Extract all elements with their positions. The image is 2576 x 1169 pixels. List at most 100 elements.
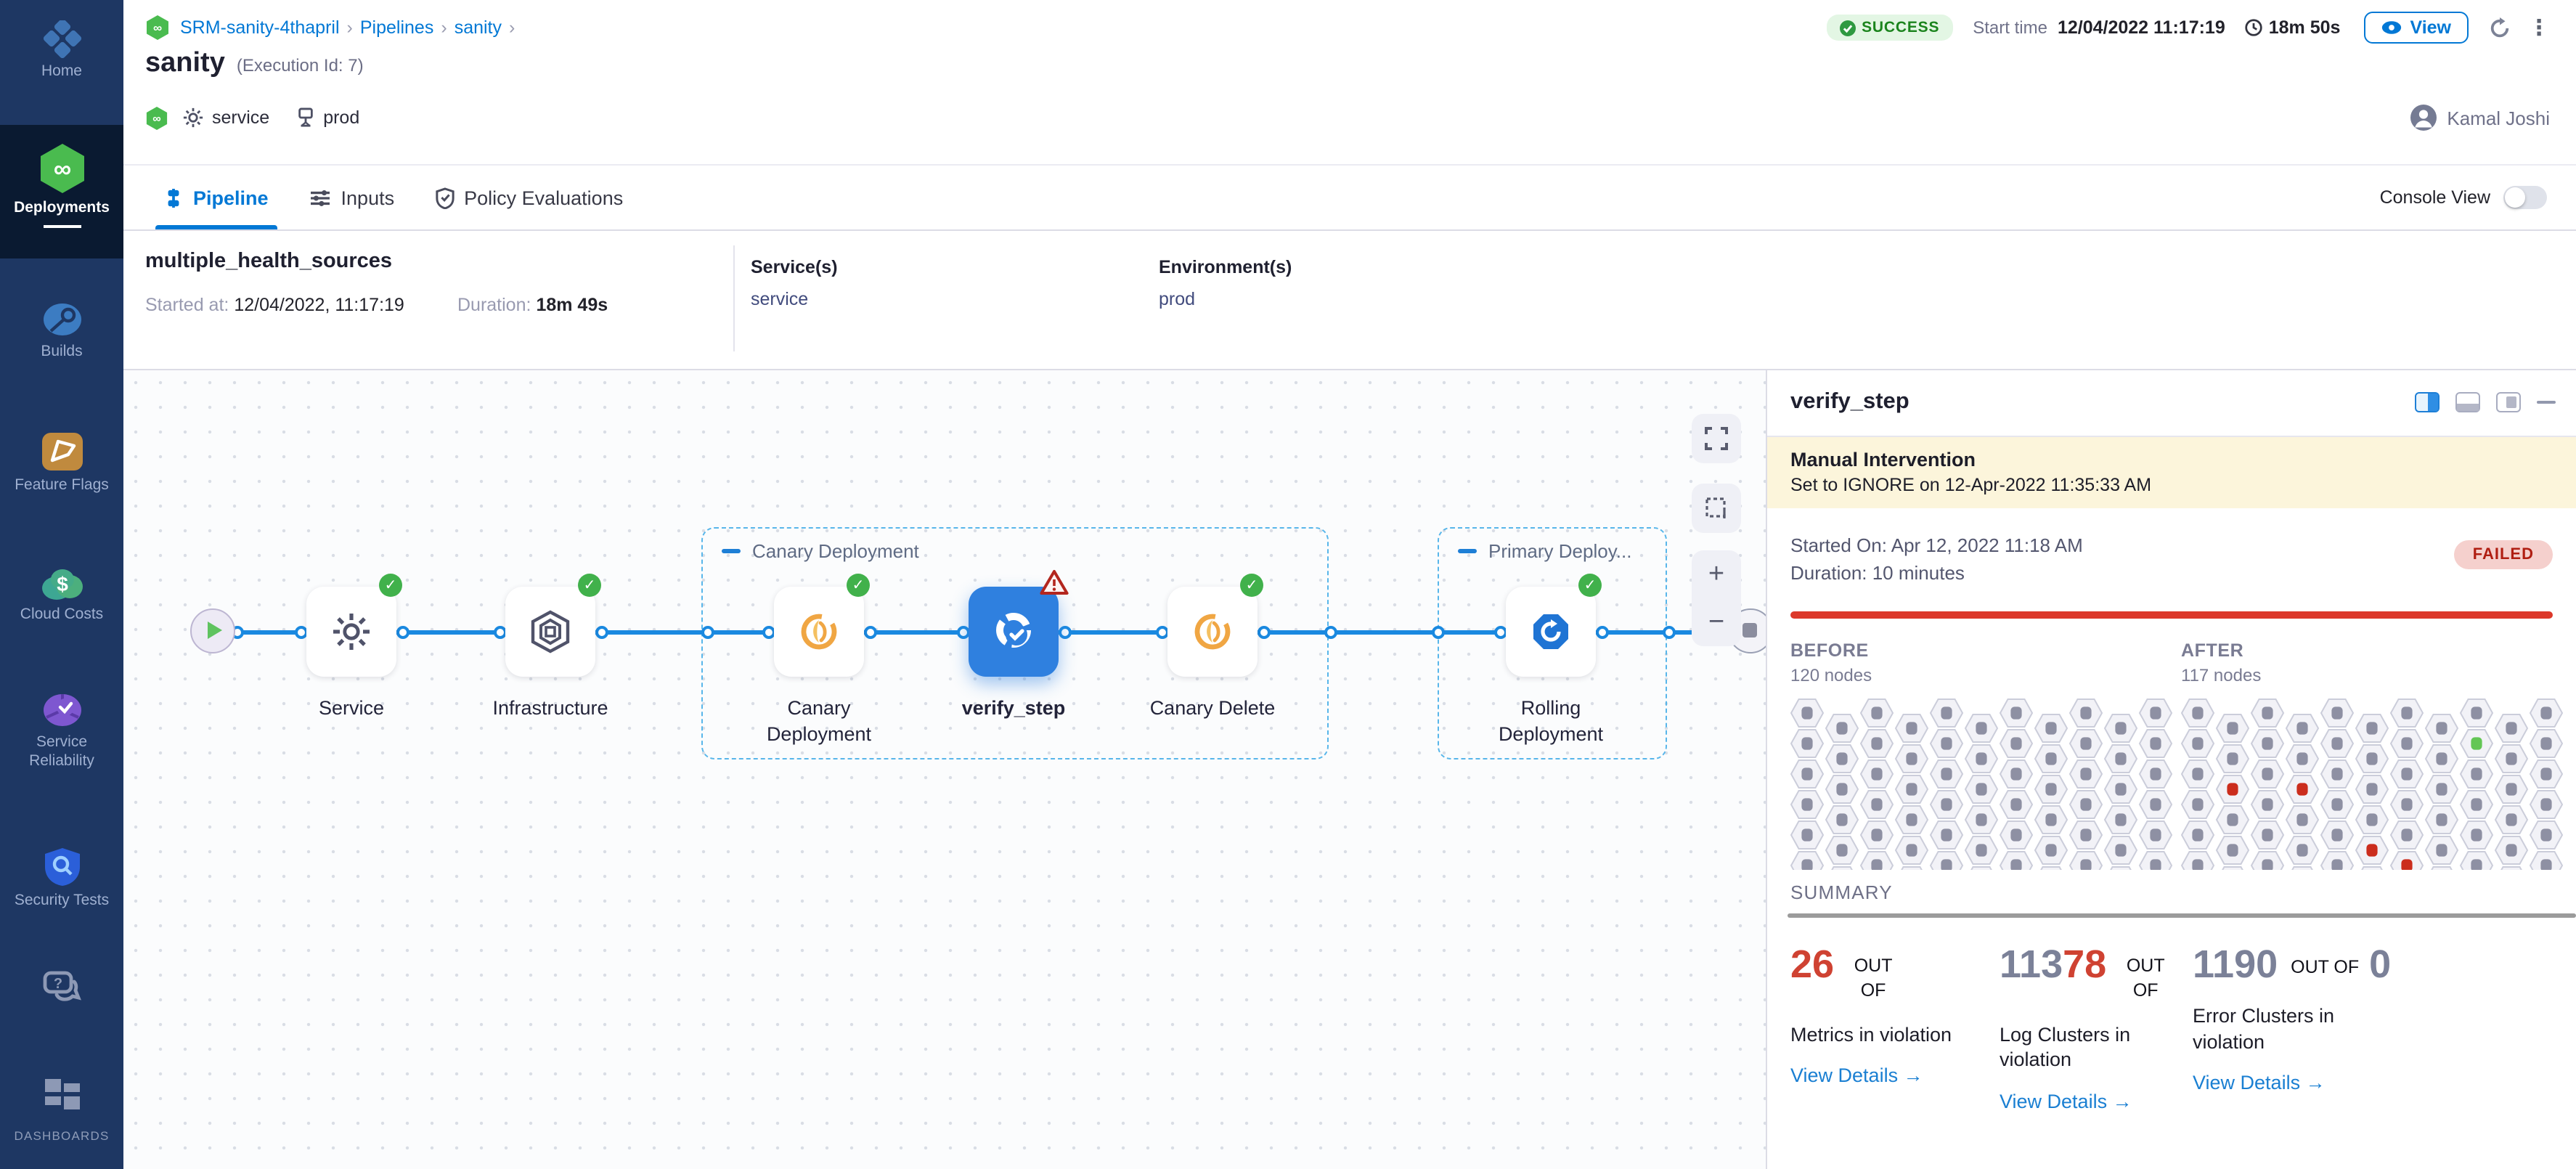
environment-chip[interactable]: prod [295, 107, 359, 128]
stage-duration: Duration: 18m 49s [457, 295, 608, 315]
view-button[interactable]: View [2363, 12, 2469, 44]
refresh-icon [2490, 17, 2509, 37]
edge-connector-dot [1493, 625, 1507, 638]
environments-header: Environment(s) [1159, 257, 1292, 277]
panel-layout-split-right-icon[interactable] [2415, 392, 2440, 412]
horizontal-scrollbar[interactable] [1788, 913, 2576, 918]
edge-connector-dot [701, 625, 714, 638]
pipeline-node-verify-step[interactable] [969, 570, 1069, 677]
pipeline-node-canary-delete[interactable]: ✓ [1167, 574, 1263, 677]
marquee-select-icon [1705, 497, 1726, 518]
pipeline-node-canary-deployment[interactable]: ✓ [774, 574, 870, 677]
tab-inputs[interactable]: Inputs [309, 166, 394, 229]
home-icon [42, 20, 81, 58]
pipeline-start-node[interactable] [190, 608, 235, 653]
fullscreen-button[interactable] [1692, 414, 1741, 463]
check-circle-icon [1840, 20, 1856, 36]
zoom-in-button[interactable]: + [1708, 558, 1725, 589]
sidebar-item-dashboards[interactable] [0, 1078, 123, 1112]
pipeline-node-rolling-deployment[interactable]: ✓ [1506, 574, 1602, 677]
view-details-link[interactable]: View Details → [2193, 1072, 2326, 1094]
user-menu[interactable]: Kamal Joshi [2410, 105, 2550, 131]
sidebar-item-security-tests[interactable]: Security Tests [0, 847, 123, 911]
edge-connector-dot [1155, 625, 1168, 638]
node-label: Infrastructure [492, 697, 608, 719]
pipeline-node-service[interactable]: ✓ [306, 574, 402, 677]
fit-to-screen-button[interactable] [1692, 484, 1741, 533]
group-canary-deployment[interactable]: Canary Deployment [701, 527, 1329, 759]
panel-step-title: verify_step [1790, 389, 1909, 414]
log-clusters-violation-count: 78 [2063, 942, 2107, 986]
group-primary-deployment[interactable]: Primary Deploy... [1438, 527, 1667, 759]
tab-pipeline[interactable]: Pipeline [155, 166, 277, 229]
collapse-group-icon[interactable] [1458, 548, 1477, 554]
view-details-link[interactable]: View Details → [2000, 1090, 2132, 1112]
breadcrumb-pipeline[interactable]: sanity [454, 17, 502, 38]
banner-message: Set to IGNORE on 12-Apr-2022 11:35:33 AM [1790, 475, 2152, 495]
svg-text:∞: ∞ [153, 21, 162, 35]
node-health-grid-before[interactable] [1790, 698, 2172, 870]
svg-text:∞: ∞ [53, 155, 70, 183]
sidebar-item-deployments[interactable]: ∞ Deployments [0, 125, 123, 258]
deployments-icon: ∞ [40, 144, 83, 193]
node-label: verify_step [961, 697, 1066, 719]
group-label: Canary Deployment [752, 540, 919, 562]
panel-header: verify_step [1767, 370, 2576, 437]
console-view-toggle[interactable] [2503, 186, 2547, 209]
svg-text:∞: ∞ [152, 113, 160, 125]
step-status-badge: FAILED [2453, 540, 2553, 569]
pipeline-node-infrastructure[interactable]: ✓ [505, 574, 601, 677]
sidebar-item-cloud-costs[interactable]: $ Cloud Costs [0, 563, 123, 624]
service-reliability-icon [43, 694, 81, 726]
svg-text:?: ? [53, 976, 62, 992]
node-label: Canary Deployment [766, 697, 872, 746]
pipeline-canvas[interactable]: Canary Deployment Primary Deploy... ✓ Se… [123, 370, 1766, 1169]
violation-summary: 26 OUT OF Metrics in violation View Deta… [1790, 945, 2567, 1112]
edge-connector-dot [294, 625, 307, 638]
clock-icon [2246, 19, 2263, 36]
sidebar-item-feature-flags[interactable]: Feature Flags [0, 431, 123, 495]
breadcrumb-pipelines[interactable]: Pipelines [359, 17, 434, 38]
breadcrumb-project[interactable]: SRM-sanity-4thapril [180, 17, 340, 38]
sidebar-help-chat[interactable]: ? [0, 970, 123, 1005]
sidebar-item-service-reliability[interactable]: Service Reliability [0, 691, 123, 772]
start-time-value: 12/04/2022 11:17:19 [2057, 17, 2225, 38]
zoom-out-button[interactable]: − [1708, 606, 1725, 637]
success-badge-icon: ✓ [847, 574, 870, 597]
banner-title: Manual Intervention [1790, 449, 1976, 471]
service-env-row: ∞ service [145, 102, 2550, 134]
view-details-link[interactable]: View Details → [1790, 1064, 1923, 1087]
edge-connector-dot [595, 625, 608, 638]
refresh-button[interactable] [2489, 17, 2511, 38]
panel-minimize-icon[interactable] [2537, 400, 2556, 404]
edge-connector-dot [1595, 625, 1608, 638]
panel-layout-floating-icon[interactable] [2496, 392, 2521, 412]
cloud-costs-icon: $ [41, 569, 82, 600]
sidebar-item-builds[interactable]: Builds [0, 301, 123, 362]
breadcrumb-separator: › [509, 17, 515, 38]
node-health-grid-after[interactable] [2181, 698, 2563, 870]
service-chip[interactable]: service [183, 107, 269, 128]
node-label: Service [318, 697, 384, 719]
stage-info-bar: multiple_health_sources Started at: 12/0… [123, 231, 2576, 370]
collapse-group-icon[interactable] [722, 548, 741, 554]
success-badge-icon: ✓ [379, 574, 402, 597]
edge-connector-dot [1431, 625, 1444, 638]
panel-layout-bottom-icon[interactable] [2455, 392, 2480, 412]
edge-connector-dot [1662, 625, 1675, 638]
security-tests-icon [44, 848, 79, 886]
service-link[interactable]: service [751, 289, 809, 309]
breadcrumb-separator: › [441, 17, 447, 38]
error-clusters-violation-card: 1190 OUT OF 0 Error Clusters in violatio… [2193, 945, 2431, 1112]
more-options-button[interactable]: ⋮ [2528, 16, 2550, 41]
sidebar-item-home[interactable]: Home [0, 20, 123, 81]
environment-link[interactable]: prod [1159, 289, 1196, 309]
metrics-violation-count: 26 [1790, 942, 1835, 986]
status-badge: SUCCESS [1827, 15, 1953, 41]
left-nav-rail: Home ∞ Deployments Builds Feature Flag [0, 0, 123, 1169]
tab-policy-evaluations[interactable]: Policy Evaluations [435, 166, 623, 229]
zoom-controls: + − [1692, 550, 1741, 646]
after-label: AFTER [2181, 640, 2244, 661]
canary-icon [1194, 614, 1231, 650]
page-title: sanity [145, 48, 225, 78]
